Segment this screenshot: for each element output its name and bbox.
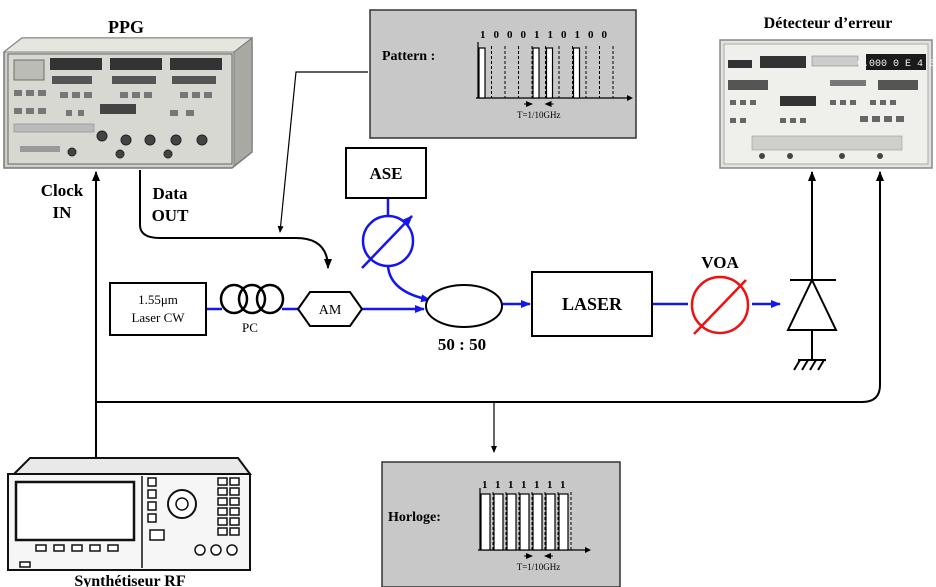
am-label: AM	[319, 303, 342, 318]
pattern-bit-label: 0	[561, 29, 567, 41]
clock-bit-label: 1	[560, 479, 566, 491]
pattern-pulse	[547, 48, 553, 98]
ppg-instrument: PPG	[4, 17, 252, 168]
clock-in-label-line1: Clock	[41, 181, 84, 200]
error-detector-instrument: Détecteur d’erreur 0.000 0 E 4 3	[720, 15, 935, 168]
ase-source: ASE	[346, 148, 426, 198]
data-out-label-line1: Data	[153, 184, 188, 203]
clock-pulse	[546, 494, 555, 550]
pattern-bit-label: 0	[521, 29, 527, 41]
data-out-label-line2: OUT	[152, 206, 190, 225]
photodiode	[788, 270, 836, 370]
pattern-bit-label: 1	[480, 29, 486, 41]
fiber-attenuator-to-coupler	[388, 266, 430, 300]
clock-bit-label: 1	[547, 479, 553, 491]
clock-distribution-wire	[96, 172, 880, 402]
pattern-pulse	[533, 48, 539, 98]
pattern-bit-label: 0	[588, 29, 594, 41]
clock-pulse	[494, 494, 503, 550]
ase-variable-attenuator	[362, 216, 413, 268]
clock-pulse	[520, 494, 529, 550]
clock-pulse	[533, 494, 542, 550]
clock-bit-label: 1	[482, 479, 488, 491]
coupler-50-50: 50 : 50	[426, 285, 502, 354]
error-count-display: 0.000 0 E 4 3	[857, 59, 935, 70]
clock-in-label-line2: IN	[53, 203, 73, 222]
clock-bit-label: 1	[495, 479, 501, 491]
pattern-bit-label: 0	[602, 29, 608, 41]
pattern-bit-label: 1	[548, 29, 554, 41]
pattern-bit-label: 1	[534, 29, 540, 41]
ase-label: ASE	[369, 164, 402, 183]
cw-laser-source: 1.55μm Laser CW	[110, 283, 206, 335]
pattern-bit-label: 0	[494, 29, 500, 41]
cw-laser-wavelength: 1.55μm	[138, 292, 178, 307]
clock-pulse	[559, 494, 568, 550]
ppg-label: PPG	[108, 17, 144, 37]
clock-period-label: T=1/10GHz	[517, 562, 561, 572]
rf-synthesizer-instrument: Synthétiseur RF	[8, 458, 250, 587]
voa-label: VOA	[701, 253, 739, 272]
pattern-period-label: T=1/10GHz	[517, 110, 561, 120]
clock-pulse	[507, 494, 516, 550]
rf-synthesizer-label: Synthétiseur RF	[74, 573, 185, 587]
clock-title: Horloge:	[388, 510, 441, 525]
amplitude-modulator: AM	[298, 292, 362, 326]
laser-label: LASER	[562, 294, 623, 314]
laser-under-test: LASER	[532, 272, 652, 336]
clock-bit-label: 1	[521, 479, 527, 491]
error-detector-label: Détecteur d’erreur	[764, 15, 893, 32]
voa-attenuator: VOA	[692, 253, 748, 334]
clock-bit-label: 1	[534, 479, 540, 491]
clock-bit-label: 1	[508, 479, 514, 491]
polarization-controller	[221, 285, 283, 313]
pattern-pulse	[479, 48, 485, 98]
pc-label: PC	[242, 320, 258, 335]
pattern-bit-label: 0	[507, 29, 513, 41]
clock-pulse	[481, 494, 490, 550]
pattern-title: Pattern :	[382, 49, 435, 64]
cw-laser-label: Laser CW	[131, 310, 185, 325]
pattern-pulse	[574, 48, 580, 98]
coupler-label: 50 : 50	[438, 335, 486, 354]
pattern-bit-label: 1	[575, 29, 581, 41]
